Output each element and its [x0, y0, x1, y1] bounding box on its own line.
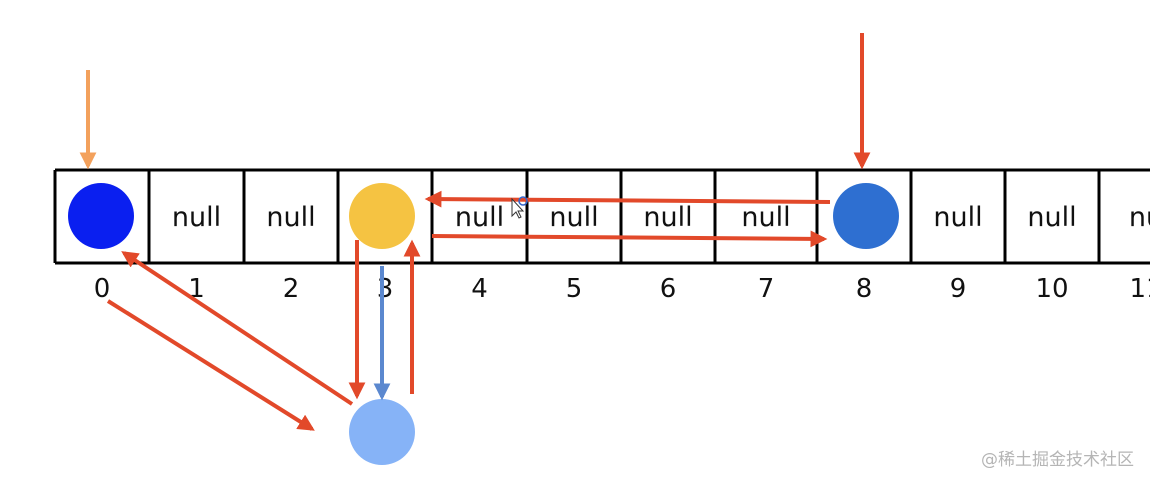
index-label-10: 10 — [1035, 274, 1068, 304]
index-label-7: 7 — [758, 274, 775, 304]
blue-medium-node — [833, 183, 899, 249]
cell-value-9: null — [933, 202, 982, 233]
cell-value-2: null — [266, 202, 315, 233]
mouse-cursor — [511, 196, 528, 219]
watermark: @稀土掘金技术社区 — [981, 450, 1134, 470]
cell-value-1: null — [172, 202, 221, 233]
blue-light-node — [349, 399, 415, 465]
index-label-9: 9 — [950, 274, 967, 304]
blue-dark-node — [68, 183, 134, 249]
arrow-0-to-light-node — [106, 299, 315, 431]
cell-value-5: null — [549, 202, 598, 233]
index-label-5: 5 — [566, 274, 583, 304]
yellow-node — [349, 183, 415, 249]
arrow-3-to-8 — [431, 230, 828, 248]
array-indices: 01234567891011 — [94, 274, 1150, 304]
cell-value-7: null — [741, 202, 790, 233]
arrow-8-to-3 — [424, 190, 831, 208]
cursor-ring-icon — [518, 196, 528, 206]
cell-value-10: null — [1027, 202, 1076, 233]
nodes — [68, 183, 899, 465]
cursor-arrow-icon — [511, 197, 525, 219]
cell-value-4: null — [455, 202, 504, 233]
arrows — [79, 33, 871, 431]
cell-value-11: nu — [1129, 202, 1150, 233]
index-label-3: 3 — [377, 274, 394, 304]
cell-value-6: null — [643, 202, 692, 233]
index-label-6: 6 — [660, 274, 677, 304]
index-label-4: 4 — [471, 274, 488, 304]
index-label-8: 8 — [856, 274, 873, 304]
arrow-light-node-to-0 — [121, 251, 354, 406]
index-label-0: 0 — [94, 274, 111, 304]
index-label-2: 2 — [283, 274, 300, 304]
index-label-11: 11 — [1129, 274, 1150, 304]
array-cells: null null null null null null null null nu — [53, 168, 1150, 265]
